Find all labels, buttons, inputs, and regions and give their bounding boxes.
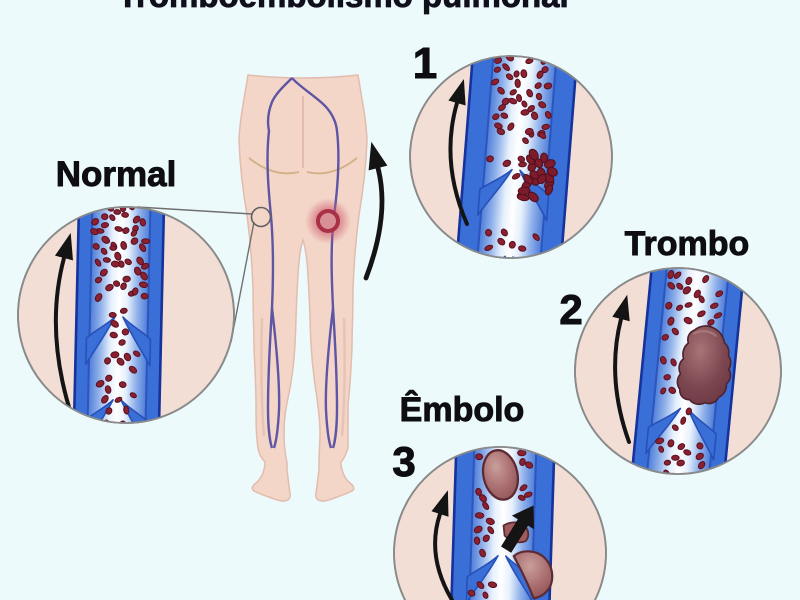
svg-text:1: 1 [413,39,437,88]
svg-text:2: 2 [559,286,582,333]
svg-text:Trombo: Trombo [625,225,750,263]
svg-text:Tromboembolismo pulmonar: Tromboembolismo pulmonar [118,0,573,14]
svg-text:3: 3 [392,438,415,485]
svg-text:Normal: Normal [56,155,177,194]
svg-text:Êmbolo: Êmbolo [400,391,525,429]
